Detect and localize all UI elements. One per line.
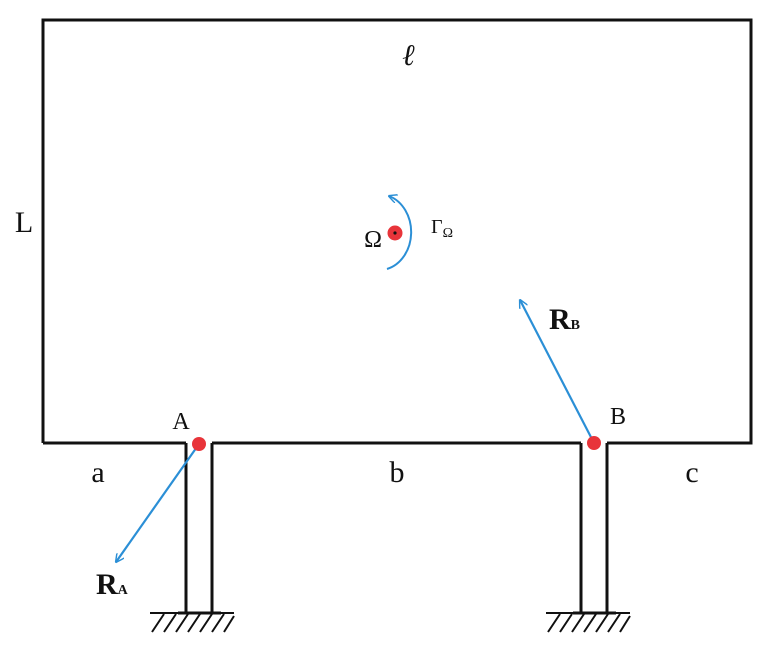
frame-outline: [41, 18, 753, 445]
moment-arc: [387, 196, 413, 270]
segment-a-label: a: [91, 456, 104, 489]
segment-b-label: b: [390, 456, 405, 489]
reaction-b-arrow: [520, 300, 595, 444]
reaction-b-symbol: R: [549, 303, 571, 336]
support-b-label: B: [610, 404, 626, 430]
top-length-label: ℓ: [403, 39, 416, 72]
support-point-a: [192, 437, 206, 451]
reaction-b-label: RB: [549, 303, 580, 336]
reaction-a-symbol: R: [96, 568, 118, 601]
ground-hatch-a: [150, 612, 235, 633]
center-point-dot: [393, 231, 397, 235]
reaction-a-arrow: [116, 443, 200, 562]
column-a: [178, 443, 221, 615]
left-length-label: L: [15, 206, 33, 239]
reaction-a-label: RA: [96, 568, 129, 601]
column-b: [573, 443, 616, 615]
reaction-b-subscript: B: [571, 318, 580, 333]
reaction-a-subscript: A: [118, 583, 129, 598]
moment-subscript: Ω: [443, 226, 453, 241]
center-point-label: Ω: [364, 227, 382, 253]
moment-symbol: Γ: [431, 216, 443, 238]
moment-label: ΓΩ: [431, 216, 453, 241]
support-a-label: A: [172, 409, 190, 435]
ground-hatch-b: [546, 612, 631, 633]
support-point-b: [587, 436, 601, 450]
segment-c-label: c: [685, 456, 698, 489]
